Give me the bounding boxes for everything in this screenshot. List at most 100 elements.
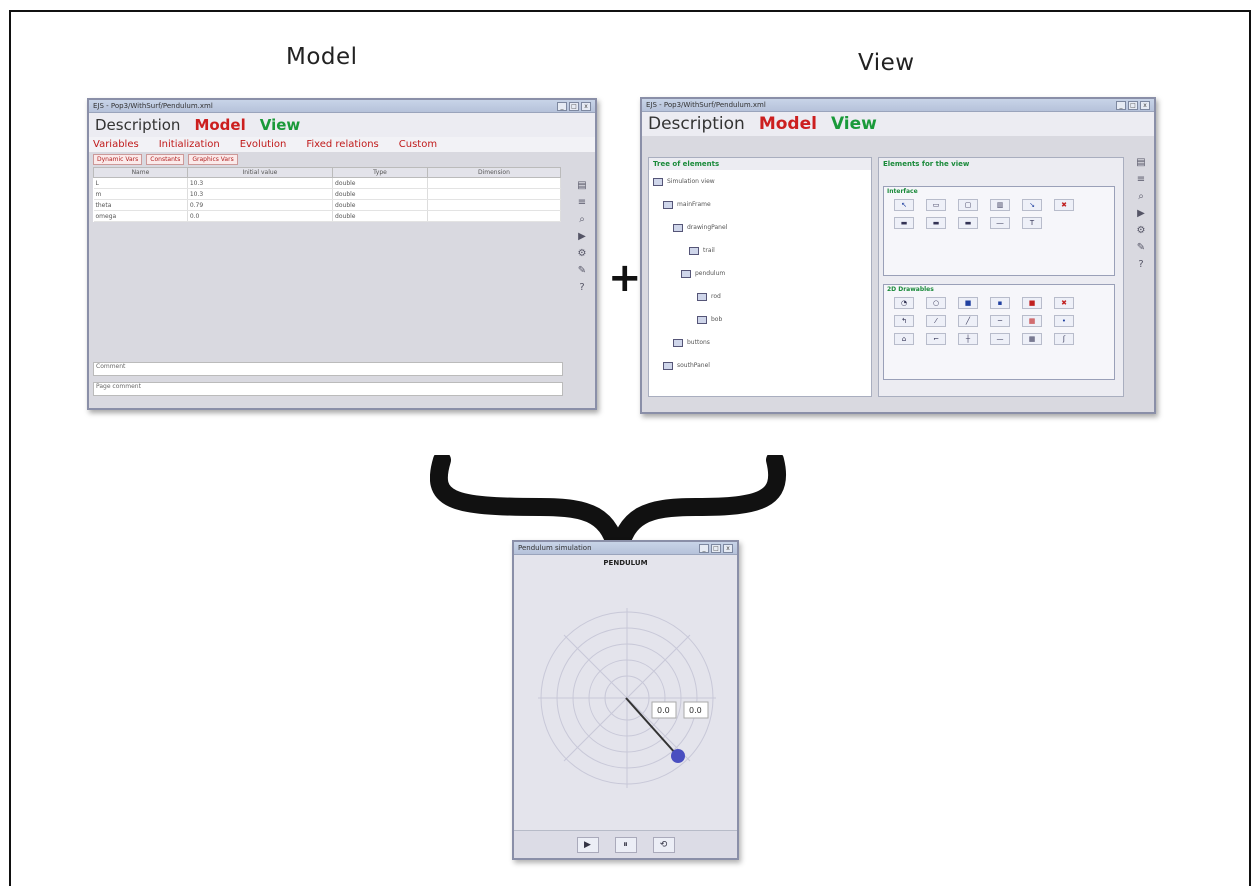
subtab-variables[interactable]: Variables (93, 139, 139, 150)
cell[interactable]: double (332, 210, 428, 222)
close-icon[interactable]: x (1140, 100, 1150, 110)
button-icon[interactable]: ▬ (958, 217, 978, 229)
cell[interactable]: double (332, 199, 428, 211)
tab-view[interactable]: View (830, 114, 877, 134)
cell[interactable] (427, 188, 562, 200)
point-icon[interactable]: • (1054, 315, 1074, 327)
shape-icon[interactable]: ◔ (894, 297, 914, 309)
subtab-initialization[interactable]: Initialization (158, 139, 220, 150)
tree-node[interactable]: rod (653, 285, 871, 308)
subtab-fixed-relations[interactable]: Fixed relations (306, 139, 379, 150)
shape-icon[interactable]: ■ (958, 297, 978, 309)
info-icon[interactable]: ? (579, 282, 585, 293)
gear-icon[interactable]: ⚙ (577, 248, 587, 259)
tab-view[interactable]: View (259, 116, 301, 134)
panel-icon[interactable]: ▢ (958, 199, 978, 211)
maximize-icon[interactable]: □ (1128, 100, 1138, 110)
text-icon[interactable]: T (1022, 217, 1042, 229)
shape-icon[interactable]: ○ (926, 297, 946, 309)
gear-icon[interactable]: ⚙ (1136, 225, 1146, 236)
cell[interactable]: 0.0 (187, 210, 334, 222)
tree-node[interactable]: buttons (653, 331, 871, 354)
subtab-evolution[interactable]: Evolution (239, 139, 287, 150)
segment-icon[interactable]: ─ (990, 315, 1010, 327)
cursor-icon[interactable]: ↘ (1022, 199, 1042, 211)
edit-icon[interactable]: ✎ (1136, 242, 1146, 253)
page-tab[interactable]: Constants (146, 154, 185, 165)
cell[interactable]: m (93, 188, 188, 200)
table-row[interactable]: omega 0.0 double (93, 210, 562, 222)
edit-icon[interactable]: ✎ (577, 265, 587, 276)
cell[interactable]: omega (93, 210, 188, 222)
tab-description[interactable]: Description (95, 116, 181, 134)
tree-node[interactable]: pendulum (653, 262, 871, 285)
save-icon[interactable]: ▤ (577, 180, 587, 191)
minimize-icon[interactable]: _ (1116, 100, 1126, 110)
column-header[interactable]: Dimension (426, 167, 562, 178)
cell[interactable] (427, 199, 562, 211)
shape-icon[interactable]: ■ (1022, 297, 1042, 309)
save-icon[interactable]: ▤ (1136, 157, 1146, 168)
minimize-icon[interactable]: _ (557, 101, 567, 111)
cell[interactable] (427, 177, 562, 189)
maximize-icon[interactable]: □ (569, 101, 579, 111)
table-row[interactable]: theta 0.79 double (93, 199, 562, 211)
tree-node[interactable]: trail (653, 239, 871, 262)
page-comment-field[interactable]: Page comment (93, 382, 563, 396)
cell[interactable] (427, 210, 562, 222)
column-header[interactable]: Name (93, 167, 188, 178)
pause-button[interactable]: ⏸ (614, 836, 637, 853)
cell[interactable]: double (332, 177, 428, 189)
table-row[interactable]: m 10.3 double (93, 188, 562, 200)
page-tab[interactable]: Dynamic Vars (93, 154, 143, 165)
slider-icon[interactable]: ― (990, 217, 1010, 229)
play-button[interactable]: ▶ (576, 836, 599, 853)
play-icon[interactable]: ▶ (1137, 208, 1145, 219)
info-icon[interactable]: ? (1138, 259, 1144, 270)
tree-node[interactable]: bob (653, 308, 871, 331)
line-icon[interactable]: ╱ (958, 315, 978, 327)
polygon-icon[interactable]: ⌂ (894, 333, 914, 345)
line-icon[interactable]: ⁄ (926, 315, 946, 327)
reset-button[interactable]: ⟲ (652, 836, 675, 853)
minimize-icon[interactable]: _ (699, 543, 709, 553)
tab-icon[interactable]: ▥ (990, 199, 1010, 211)
tab-model[interactable]: Model (194, 116, 246, 134)
list-icon[interactable]: ≡ (577, 197, 587, 208)
shape-icon[interactable]: ▪ (990, 297, 1010, 309)
trail-icon[interactable]: ⌐ (926, 333, 946, 345)
comment-field[interactable]: Comment (93, 362, 563, 376)
page-tab[interactable]: Graphics Vars (188, 154, 238, 165)
column-header[interactable]: Type (332, 167, 428, 178)
button-icon[interactable]: ▬ (926, 217, 946, 229)
tree-node[interactable]: drawingPanel (653, 216, 871, 239)
cell[interactable]: 10.3 (187, 177, 334, 189)
tree-node[interactable]: southPanel (653, 354, 871, 377)
arrow-icon[interactable]: ↖ (894, 199, 914, 211)
axis-icon[interactable]: ┼ (958, 333, 978, 345)
list-icon[interactable]: ≡ (1136, 174, 1146, 185)
frame-icon[interactable]: ▭ (926, 199, 946, 211)
arrow-icon[interactable]: ↰ (894, 315, 914, 327)
shape-icon[interactable]: ✖ (1054, 297, 1074, 309)
tab-model[interactable]: Model (758, 114, 817, 134)
cell[interactable]: double (332, 188, 428, 200)
cell[interactable]: theta (93, 199, 188, 211)
table-row[interactable]: L 10.3 double (93, 177, 562, 189)
pendulum-bob[interactable] (671, 749, 685, 763)
close-icon[interactable]: x (723, 543, 733, 553)
button-icon[interactable]: ▬ (894, 217, 914, 229)
delete-icon[interactable]: ✖ (1054, 199, 1074, 211)
search-icon[interactable]: ⌕ (579, 214, 585, 225)
drawing-panel[interactable]: 0.0 0.0 (516, 578, 738, 818)
search-icon[interactable]: ⌕ (1138, 191, 1144, 202)
image-icon[interactable]: ▦ (1022, 315, 1042, 327)
spring-icon[interactable]: ʃ (1054, 333, 1074, 345)
cell[interactable]: L (93, 177, 188, 189)
cell[interactable]: 10.3 (187, 188, 334, 200)
maximize-icon[interactable]: □ (711, 543, 721, 553)
line-icon[interactable]: — (990, 333, 1010, 345)
tree-node[interactable]: mainFrame (653, 193, 871, 216)
subtab-custom[interactable]: Custom (398, 139, 438, 150)
tree-node[interactable]: Simulation view (653, 170, 871, 193)
